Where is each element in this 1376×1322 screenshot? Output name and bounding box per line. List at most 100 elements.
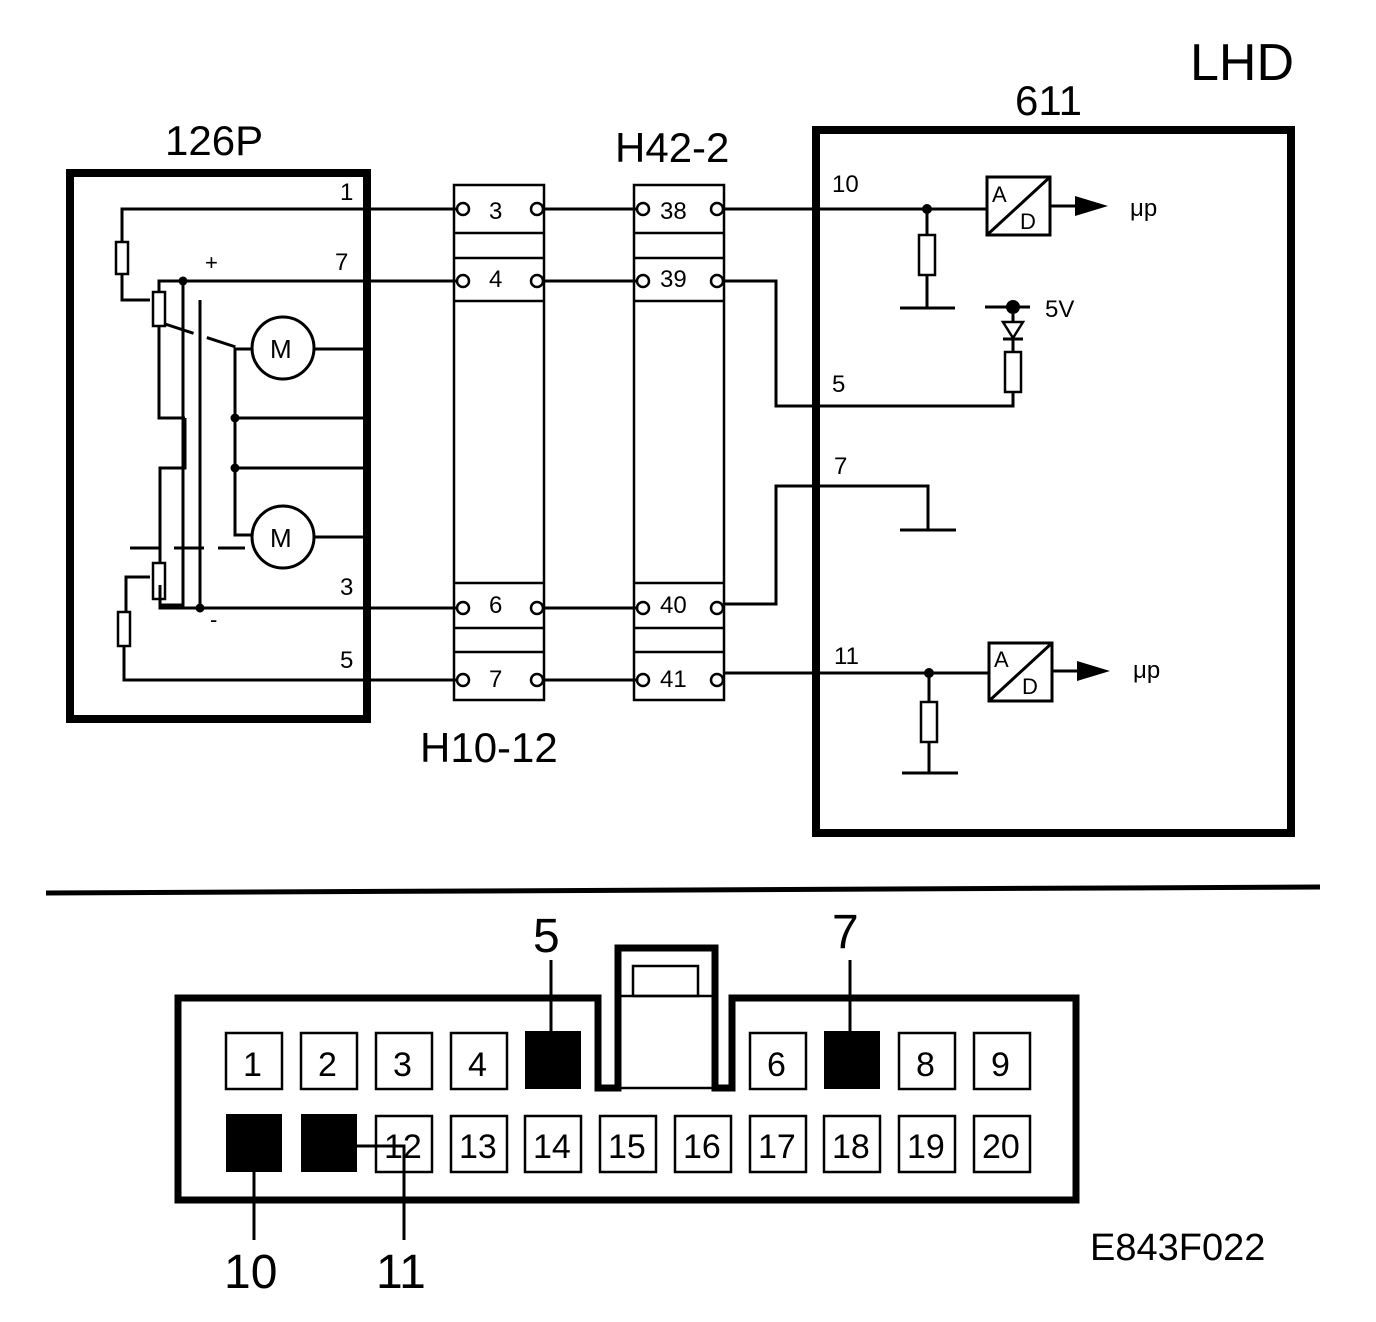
figure-code: E843F022 <box>1090 1227 1265 1269</box>
wire-pin5 <box>122 646 367 682</box>
cavity-9: 9 <box>991 1046 1010 1084</box>
module-126p: 1 7 3 5 + - M M <box>66 169 371 723</box>
motor-icon <box>250 504 316 570</box>
cavity-4: 4 <box>468 1046 487 1084</box>
pin-label-3: 3 <box>340 574 353 601</box>
variant-label: LHD <box>1190 34 1294 92</box>
cavity-8: 8 <box>916 1046 935 1084</box>
callout-7: 7 <box>832 906 859 959</box>
h10-pin-4: 4 <box>489 266 502 293</box>
ground-icon <box>902 742 958 775</box>
pin-label-11: 11 <box>834 643 859 670</box>
h10-pin-3: 3 <box>489 198 502 225</box>
resistor-icon <box>116 610 132 648</box>
module-126p-box <box>66 169 371 723</box>
pin-label-5-611: 5 <box>832 371 845 398</box>
wire-motor-common <box>233 347 252 537</box>
cavity-1: 1 <box>243 1046 262 1084</box>
plug-latch <box>616 994 717 1090</box>
module-611-box <box>812 126 1295 837</box>
cavity-17: 17 <box>758 1128 796 1166</box>
wire-pot1 <box>120 274 150 302</box>
wire-pin7-ground <box>724 484 956 606</box>
junction-dot <box>230 463 240 473</box>
arrow-right-icon <box>1075 196 1108 216</box>
h10-pin-7: 7 <box>489 666 502 693</box>
h42-pin-38: 38 <box>660 198 687 225</box>
connector-h42-2: 38 39 40 41 <box>632 183 726 702</box>
wire-pot2 <box>124 575 150 612</box>
wire-pot1-top <box>157 279 183 292</box>
plug-face: 1 2 3 4 6 8 9 12 13 14 15 16 17 18 19 2 <box>174 906 1080 1299</box>
cavity-20: 20 <box>982 1128 1020 1166</box>
connector-h42-2-title: H42-2 <box>615 124 729 171</box>
cavity-7-filled <box>824 1031 880 1089</box>
potentiometer-icon <box>151 290 167 328</box>
supply-label: 5V <box>1045 296 1074 323</box>
supply-dot <box>1006 300 1020 314</box>
pin-label-7-611: 7 <box>834 453 847 480</box>
harness-wires <box>367 201 725 688</box>
adc-label-d: D <box>1022 674 1038 699</box>
h42-pin-39: 39 <box>660 266 687 293</box>
wire-pot1-bottom <box>157 326 185 420</box>
h42-pin-41: 41 <box>660 666 687 693</box>
connector-h10-12: 3 4 6 7 <box>452 183 546 702</box>
cavity-18: 18 <box>832 1128 870 1166</box>
adc-label-a: A <box>994 647 1009 672</box>
cavity-10-filled <box>226 1114 282 1172</box>
callout-5: 5 <box>533 910 560 963</box>
adc-label-a: A <box>992 182 1007 207</box>
motor-label: M <box>270 334 292 364</box>
h10-pin-6: 6 <box>489 592 502 619</box>
wire-link <box>158 418 187 563</box>
pin-label-7: 7 <box>335 249 348 276</box>
adc-label-d: D <box>1020 209 1036 234</box>
cavity-13: 13 <box>459 1128 497 1166</box>
wire-plus-rail <box>158 279 367 607</box>
module-126p-title: 126P <box>165 117 263 164</box>
connector-h10-12-title: H10-12 <box>420 724 558 771</box>
wire-minus-rail <box>158 599 367 610</box>
callout-11: 11 <box>376 1246 426 1299</box>
pin-label-1: 1 <box>340 179 353 206</box>
wire-pin5 <box>724 279 1015 408</box>
cavity-5-filled <box>525 1031 581 1089</box>
connector-body <box>632 183 726 702</box>
resistor-icon <box>917 233 937 277</box>
pin-label-10: 10 <box>832 171 859 198</box>
cavity-14: 14 <box>533 1128 571 1166</box>
callout-leader <box>357 1144 406 1240</box>
cavity-16: 16 <box>683 1128 721 1166</box>
cavity-11-filled <box>301 1114 357 1172</box>
output-label: μp <box>1133 657 1160 684</box>
module-611-title: 611 <box>1015 77 1082 124</box>
output-label: μp <box>1130 195 1157 222</box>
arrow-right-icon <box>1077 661 1110 681</box>
module-611: 10 A D μp 5V 5 7 11 A D <box>724 126 1295 837</box>
mechanical-link-icon <box>164 322 246 352</box>
cavity-6: 6 <box>767 1046 786 1084</box>
callout-10: 10 <box>224 1246 277 1299</box>
diode-icon <box>1000 320 1026 341</box>
section-divider <box>45 884 1321 896</box>
wire-motor-bus <box>235 416 367 470</box>
wire-pin1 <box>120 207 367 242</box>
plus-sign: + <box>205 250 218 275</box>
motor-label: M <box>270 523 292 553</box>
junction-dot <box>230 413 240 423</box>
cavity-2: 2 <box>318 1046 337 1084</box>
resistor-icon <box>919 700 939 744</box>
cavity-3: 3 <box>393 1046 412 1084</box>
connector-body <box>452 183 546 702</box>
h42-pin-40: 40 <box>660 592 687 619</box>
ground-icon <box>900 275 955 310</box>
resistor-icon <box>1003 350 1023 394</box>
resistor-icon <box>114 240 130 276</box>
cavity-15: 15 <box>608 1128 646 1166</box>
minus-sign: - <box>210 607 217 632</box>
pin-label-5: 5 <box>340 647 353 674</box>
cavity-19: 19 <box>907 1128 945 1166</box>
plug-latch-tab <box>631 964 700 998</box>
